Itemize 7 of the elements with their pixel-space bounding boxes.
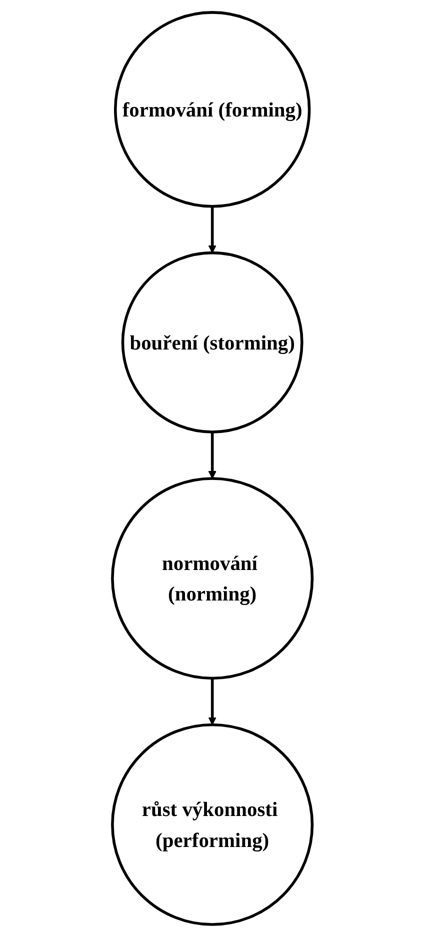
node-circle: normování (norming)	[111, 477, 314, 680]
node-circle: růst výkonnosti (performing)	[111, 723, 314, 926]
node-circle: formování (forming)	[114, 11, 311, 208]
arrow	[208, 678, 217, 726]
arrow	[208, 432, 217, 479]
arrow	[208, 206, 217, 254]
node-circle: bouření (storming)	[122, 251, 304, 434]
